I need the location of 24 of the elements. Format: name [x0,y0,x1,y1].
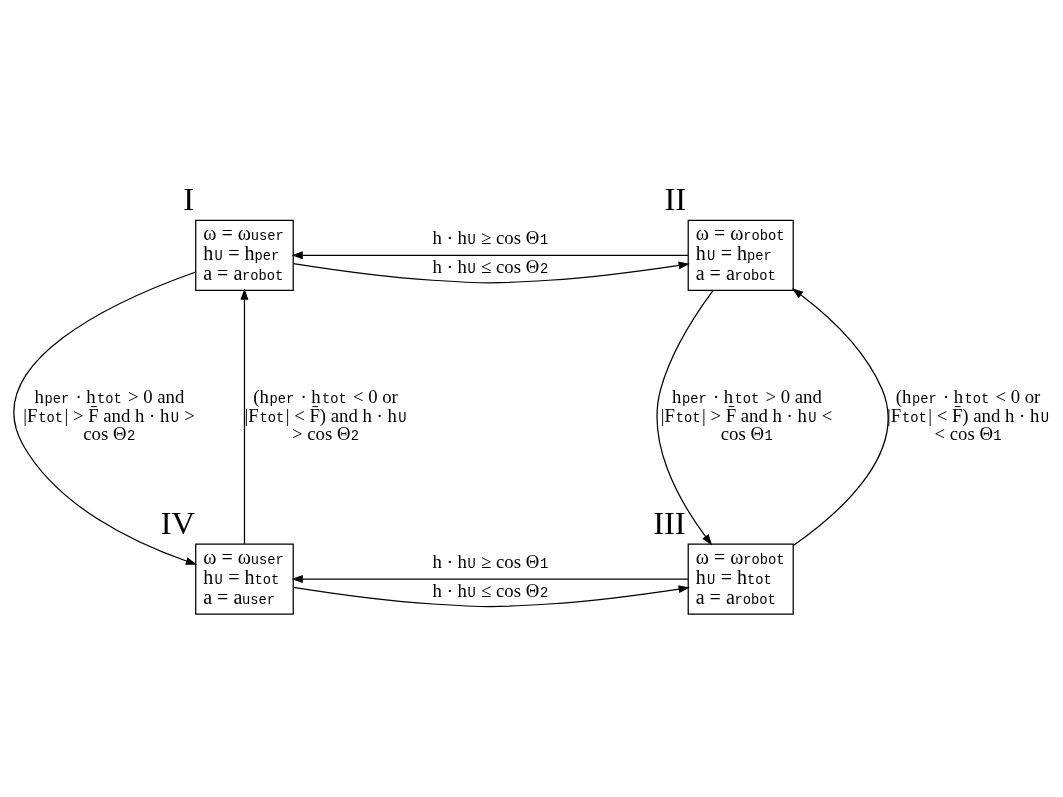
arrow [291,250,689,259]
node-box: ω = ωuser hU = htot a = auser [195,542,294,615]
edge-label: hper · htot > 0 and |Ftot| > F̄ and h · hU < cos Θ1 [660,385,833,444]
edge-label: (hper · htot < 0 or |Ftot| < F̄) and h · hU > cos Θ2 [244,385,407,444]
edge-label: hper · htot > 0 and |Ftot| > F̄ and h · hU > cos Θ2 [23,385,195,444]
node-box: ω = ωuser hU = hper a = arobot [195,219,294,291]
arrow [240,287,249,545]
arrow [656,289,714,545]
arrow [791,287,889,546]
arrow [292,584,690,607]
arrow [291,574,689,583]
node-label: III [653,504,686,541]
arrow [13,270,198,565]
edge-label: h · hU ≤ cos Θ2 [432,579,549,600]
node-label: IV [160,504,196,541]
edge-label: h · hU ≥ cos Θ1 [432,550,549,572]
edge-label: (hper · htot < 0 or |Ftot| < F̄) and h · hU < cos Θ1 [886,385,1049,444]
edge-label: h · hU ≤ cos Θ2 [432,255,549,277]
arrow [292,261,690,283]
node-label: II [664,180,687,217]
node-box: ω = ωrobot hU = hper a = arobot [687,219,794,291]
edge-label: h · hU ≥ cos Θ1 [432,226,549,248]
node-label: I [183,180,195,217]
node-box: ω = ωrobot hU = htot a = arobot [687,542,794,615]
